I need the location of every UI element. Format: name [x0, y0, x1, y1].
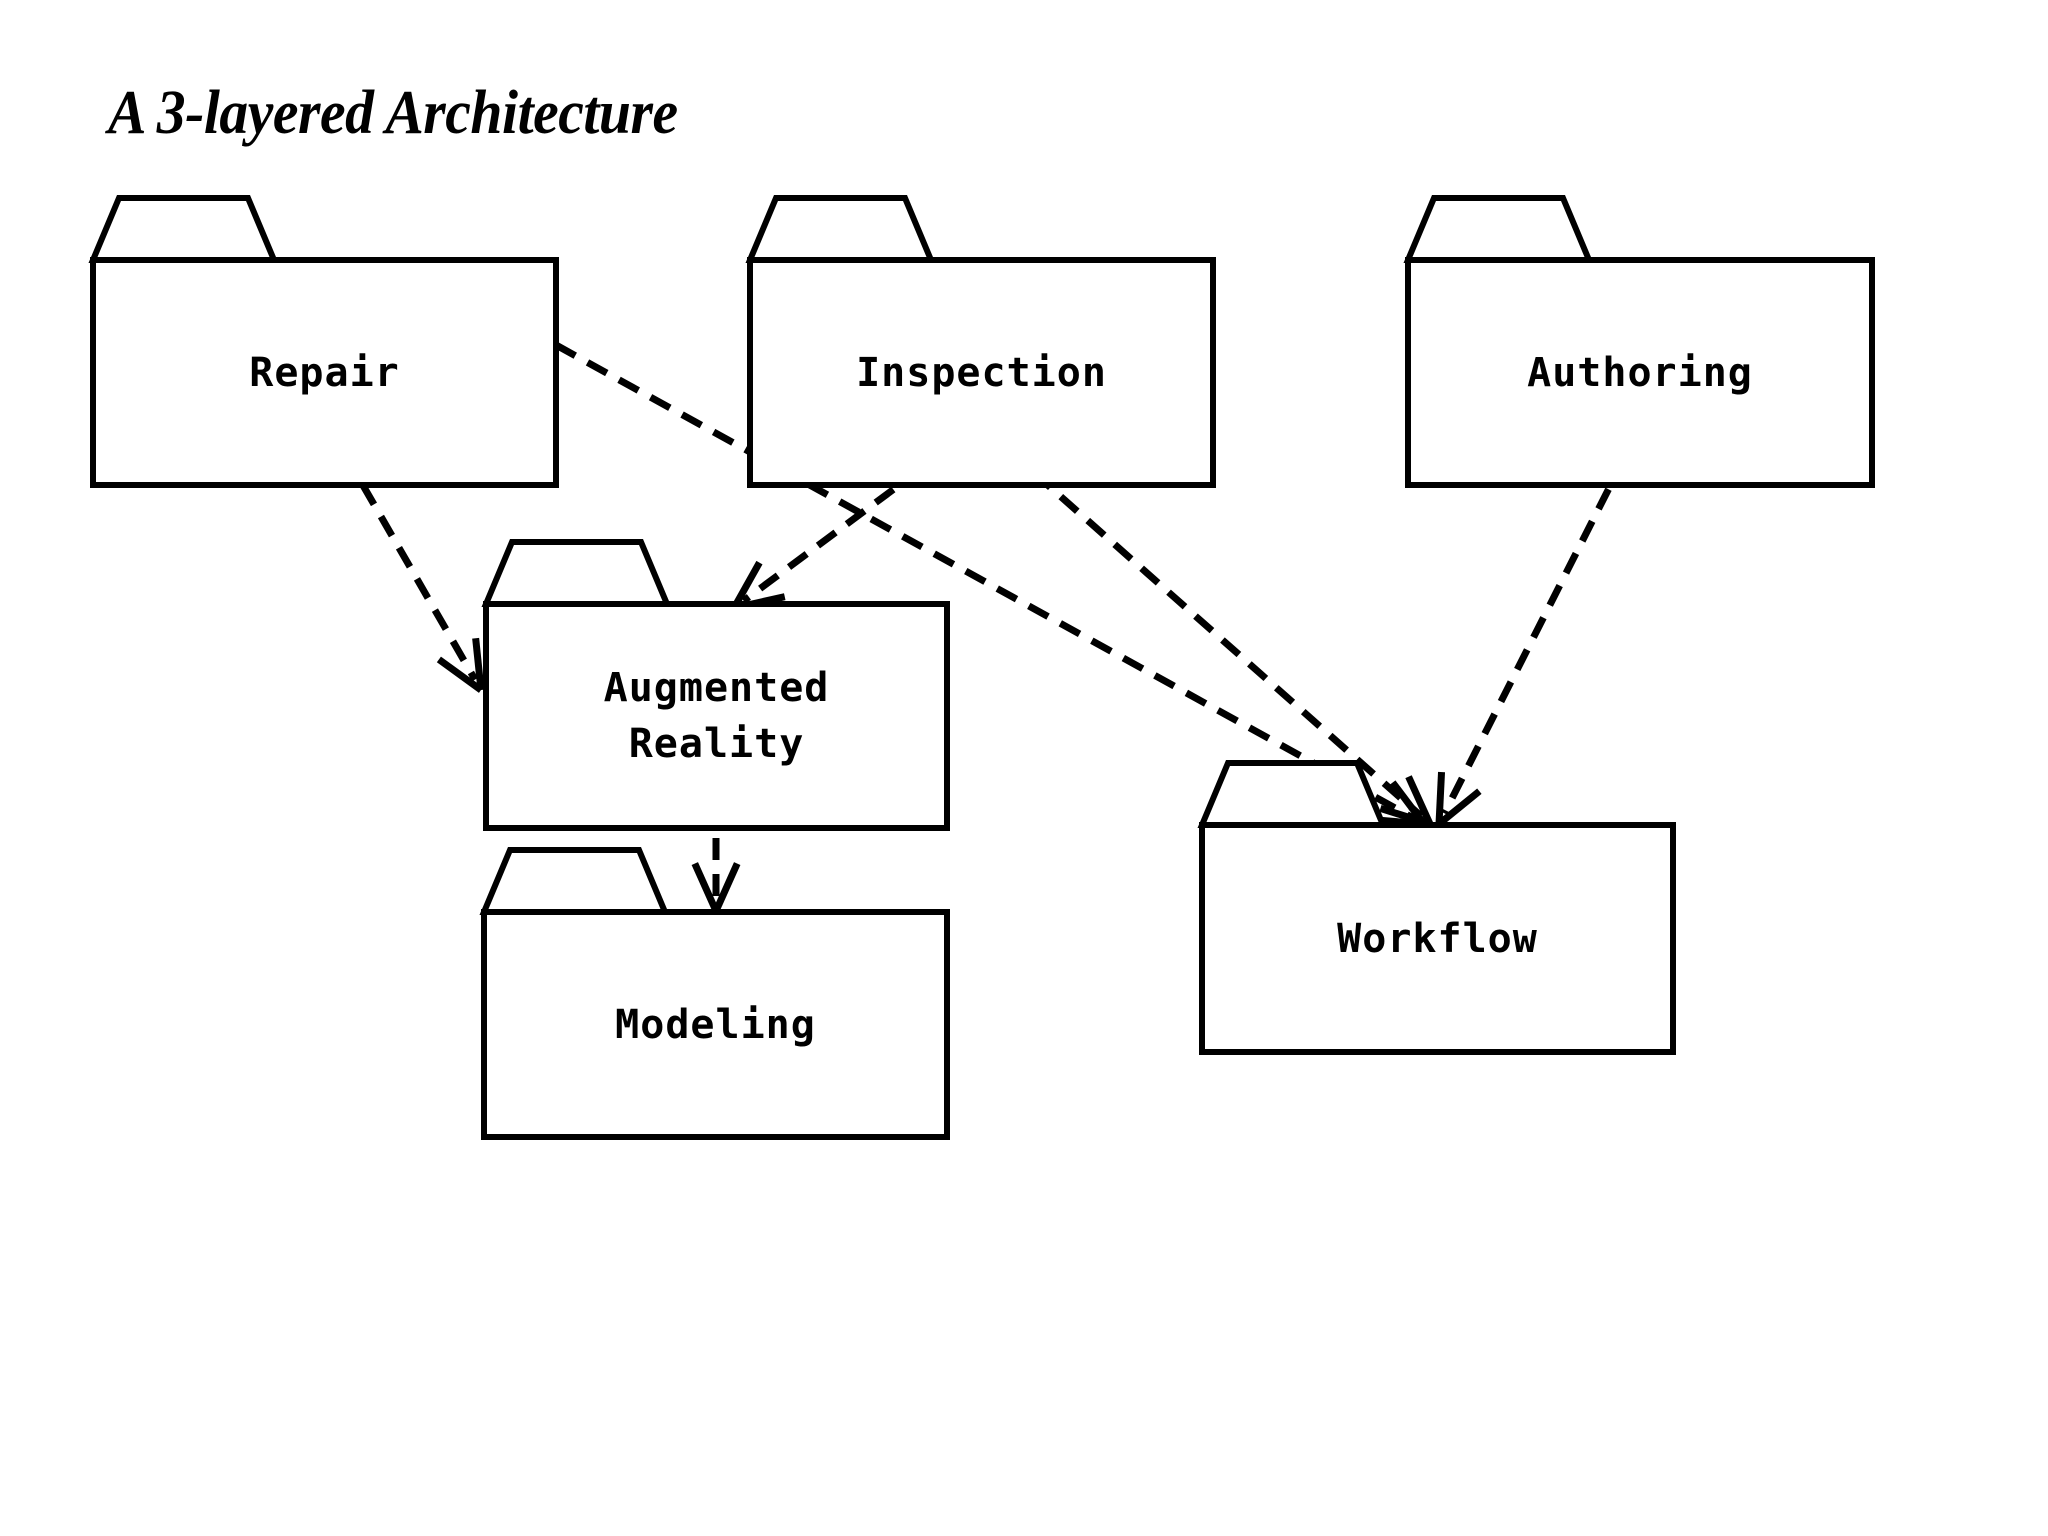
dependency-line	[977, 422, 1424, 819]
arrowhead-barb-1	[472, 637, 485, 691]
dependency-ar-to-modeling[interactable]	[691, 766, 741, 913]
package-shapes	[88, 195, 1875, 1140]
package-body-inspection	[747, 257, 1216, 488]
arrowhead-barb-1	[1405, 775, 1434, 826]
package-repair[interactable]	[88, 195, 559, 488]
package-tab-repair	[88, 195, 279, 263]
arrowhead-barb-0	[1379, 805, 1432, 828]
package-tab-inspection	[745, 195, 936, 263]
package-label-authoring: Authoring	[1527, 349, 1753, 396]
arrowhead-barb-0	[691, 862, 720, 913]
package-label-repair: Repair	[249, 349, 400, 396]
package-tab-authoring	[1403, 195, 1594, 263]
arrowhead-barb-1	[712, 862, 741, 913]
dependency-inspection-to-workflow[interactable]	[977, 422, 1434, 828]
package-inspection[interactable]	[745, 195, 1216, 488]
package-body-workflow	[1199, 822, 1676, 1055]
package-label-workflow: Workflow	[1337, 915, 1538, 962]
package-ar[interactable]	[481, 539, 950, 831]
package-tab-workflow	[1197, 760, 1388, 828]
arrowhead-barb-0	[730, 560, 763, 610]
dependency-line	[1441, 423, 1645, 815]
dependency-line	[554, 341, 1416, 822]
dependency-authoring-to-workflow[interactable]	[1435, 423, 1645, 827]
package-body-ar	[483, 601, 950, 831]
arrowhead-barb-1	[1436, 788, 1482, 827]
page-title: A 3-layered Architecture	[108, 79, 678, 147]
package-label-ar: Augmented Reality	[603, 665, 830, 767]
package-label-inspection: Inspection	[856, 349, 1107, 396]
arrowhead-barb-0	[436, 656, 484, 693]
package-tab-ar	[481, 539, 672, 607]
package-tab-modeling	[479, 847, 670, 915]
arrowhead-barb-0	[1435, 771, 1446, 825]
package-body-modeling	[481, 909, 950, 1140]
package-modeling[interactable]	[479, 847, 950, 1140]
package-workflow[interactable]	[1197, 760, 1676, 1055]
package-body-authoring	[1405, 257, 1875, 488]
package-label-modeling: Modeling	[615, 1001, 816, 1048]
package-authoring[interactable]	[1403, 195, 1875, 488]
package-body-repair	[90, 257, 559, 488]
